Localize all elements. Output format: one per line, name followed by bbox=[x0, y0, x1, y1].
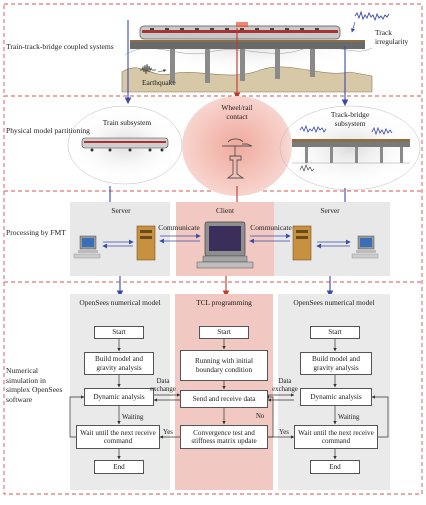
right-end-box: End bbox=[310, 460, 360, 474]
earthquake-label: Earthquake bbox=[142, 78, 176, 87]
server-left-label: Server bbox=[111, 206, 131, 215]
track-bridge-subsystem-label: Track-bridge subsystem bbox=[330, 110, 370, 128]
waiting-right-label: Waiting bbox=[338, 414, 360, 421]
data-exchange-left-label: Data exchange bbox=[150, 378, 176, 393]
center-start-box: Start bbox=[199, 326, 249, 339]
client-monitor-icon bbox=[196, 221, 254, 269]
yes-right-label: Yes bbox=[279, 429, 289, 436]
left-flow-arrows bbox=[69, 339, 121, 460]
center-running-box: Running with initial boundary condition bbox=[180, 350, 268, 381]
yes-left-label: Yes bbox=[163, 429, 173, 436]
left-model-title: OpenSees numerical model bbox=[79, 298, 161, 307]
communicate-left-label: Communicate bbox=[158, 223, 200, 232]
right-model-title: OpenSees numerical model bbox=[293, 298, 375, 307]
server-left-computer-icon bbox=[73, 235, 101, 259]
track-bridge-drawing bbox=[292, 124, 410, 172]
left-start-box: Start bbox=[94, 326, 144, 339]
client-label: Client bbox=[215, 206, 235, 215]
data-exchange-right-label: Data exchange bbox=[272, 378, 298, 393]
right-dynamic-analysis-box: Dynamic analysis bbox=[300, 388, 372, 406]
server-right-label: Server bbox=[320, 206, 340, 215]
right-build-model-box: Build model and gravity analysis bbox=[300, 352, 372, 375]
waiting-left-label: Waiting bbox=[122, 414, 144, 421]
center-model-title: TCL programming bbox=[196, 298, 252, 307]
section-label-coupled: Train-track-bridge coupled systems bbox=[6, 42, 114, 51]
track-bridge-oval bbox=[279, 105, 421, 191]
bridge-illustration bbox=[121, 14, 373, 93]
left-wait-box: Wait until the next receive command bbox=[76, 425, 160, 449]
left-end-box: End bbox=[94, 460, 144, 474]
center-convergence-box: Convergence test and stiffness matrix up… bbox=[180, 425, 268, 449]
rail-profile-drawing bbox=[222, 138, 253, 179]
train-drawing bbox=[81, 137, 169, 152]
wheel-rail-contact-label: Wheel/rail contact bbox=[221, 103, 253, 121]
communicate-right-label: Communicate bbox=[250, 223, 292, 232]
train-subsystem-label: Train subsystem bbox=[102, 118, 152, 127]
no-label: No bbox=[256, 413, 265, 420]
server-right-computer-icon bbox=[351, 235, 379, 259]
section-label-fmt: Processing by FMT bbox=[6, 228, 66, 237]
server-right-tower-icon bbox=[292, 225, 312, 261]
left-dynamic-analysis-box: Dynamic analysis bbox=[84, 388, 154, 406]
exchange-arrows bbox=[153, 393, 295, 439]
right-wait-box: Wait until the next receive command bbox=[294, 425, 378, 449]
section-frames bbox=[3, 3, 423, 495]
right-start-box: Start bbox=[310, 326, 360, 339]
right-flow-arrows bbox=[333, 339, 389, 460]
server-left-tower-icon bbox=[136, 225, 156, 261]
track-irregularity-signal bbox=[350, 10, 390, 33]
section-label-partitioning: Physical model partitioning bbox=[6, 126, 90, 135]
center-send-receive-box: Send and receive data bbox=[180, 390, 268, 408]
left-build-model-box: Build model and gravity analysis bbox=[84, 352, 154, 375]
section-label-simulation: Numerical simulation in simplex OpenSees… bbox=[6, 366, 63, 404]
earthquake-signal bbox=[140, 63, 167, 75]
track-irregularity-label: Track irregularity bbox=[375, 28, 409, 46]
